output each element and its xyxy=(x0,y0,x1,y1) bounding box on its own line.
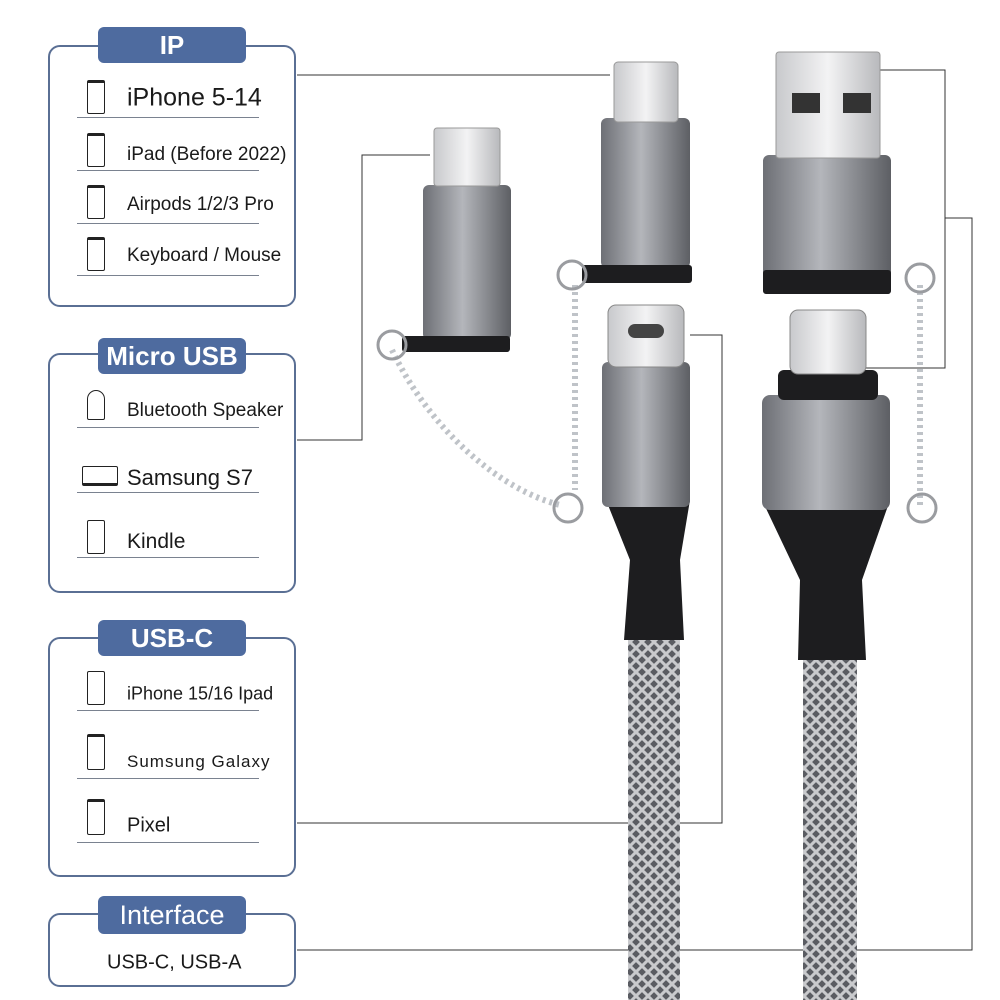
divider xyxy=(77,275,259,276)
coil-lanyards xyxy=(389,285,923,508)
device-label: Sumsung Galaxy xyxy=(127,752,271,771)
divider xyxy=(77,427,259,428)
keyboard-icon xyxy=(87,237,105,271)
ereader-icon xyxy=(87,520,105,554)
phone-icon xyxy=(87,80,105,114)
device-label: iPhone 15/16 Ipad xyxy=(127,683,274,704)
divider xyxy=(77,492,259,493)
device-label: Kindle xyxy=(127,530,186,553)
divider xyxy=(77,223,259,224)
device-label: Keyboard / Mouse xyxy=(127,245,282,266)
left-cable xyxy=(402,61,692,1000)
device-label: iPad (Before 2022) xyxy=(127,144,287,165)
device-label: Airpods 1/2/3 Pro xyxy=(127,194,274,215)
speaker-icon xyxy=(87,390,105,420)
ip-panel xyxy=(48,45,296,307)
laptop-icon xyxy=(82,466,118,486)
phone-icon xyxy=(87,671,105,705)
ip-title: IP xyxy=(98,27,246,63)
device-label: Pixel xyxy=(127,814,171,837)
phone-icon xyxy=(87,734,105,770)
tablet-icon xyxy=(87,133,105,167)
phone-icon xyxy=(87,799,105,835)
divider xyxy=(77,170,259,171)
device-label: iPhone 5-14 xyxy=(127,83,262,112)
divider xyxy=(77,117,259,118)
divider xyxy=(77,557,259,558)
divider xyxy=(77,778,259,779)
divider xyxy=(77,842,259,843)
usb-c-panel xyxy=(48,637,296,877)
earbuds-icon xyxy=(87,185,105,219)
interface-title: Interface xyxy=(98,896,246,934)
usb-c-title: USB-C xyxy=(98,620,246,656)
device-label: Samsung S7 xyxy=(127,465,253,490)
micro-usb-title: Micro USB xyxy=(98,338,246,374)
divider xyxy=(77,710,259,711)
right-cable xyxy=(762,51,891,1000)
device-label: Bluetooth Speaker xyxy=(127,400,284,421)
interface-value: USB-C, USB-A xyxy=(107,951,242,974)
